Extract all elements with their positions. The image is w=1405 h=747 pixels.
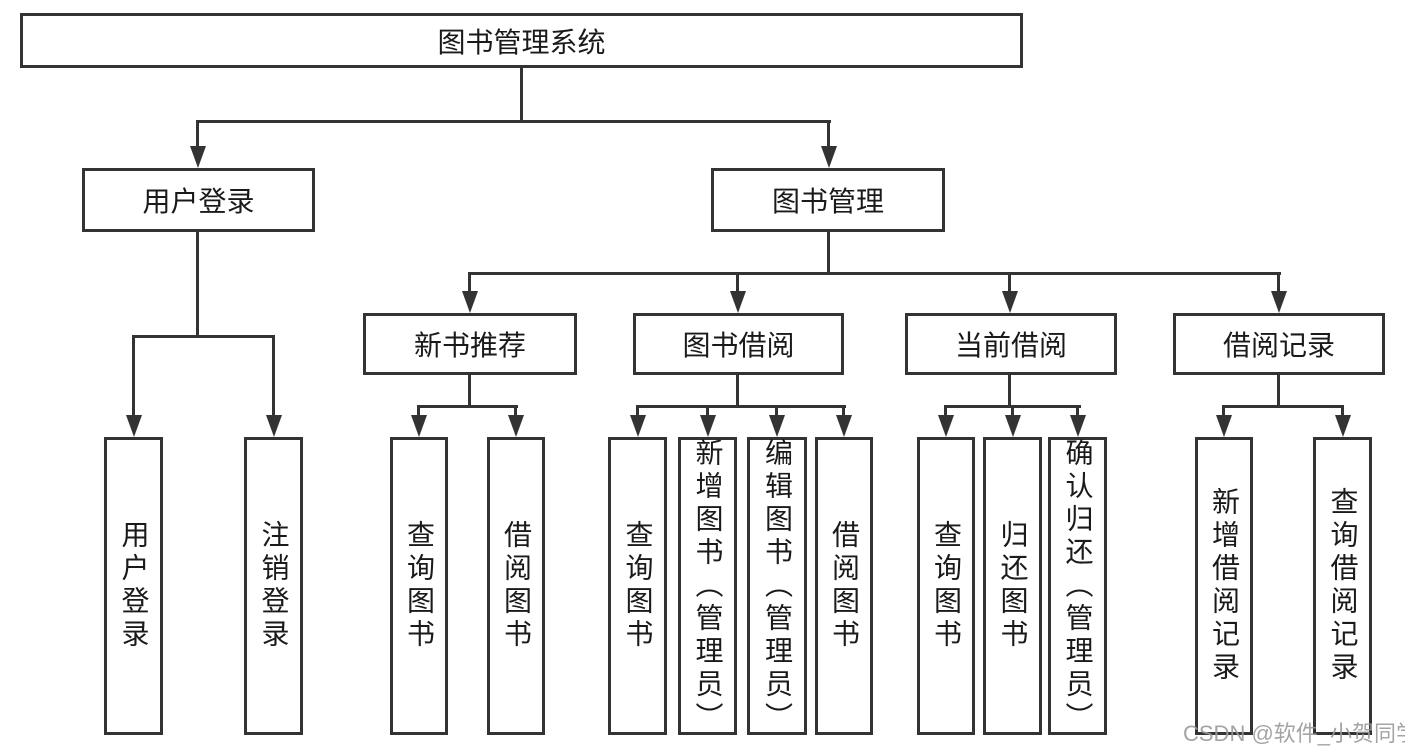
csdn-watermark: CSDN @软件_小贺同学 xyxy=(1183,721,1405,746)
leaf-query-books-borrowing: 查询图书 xyxy=(608,437,667,735)
leaf-edit-books-admin: 编辑图书（管理员） xyxy=(747,437,807,735)
connector-line xyxy=(1076,405,1079,418)
leaf-label: 注销登录 xyxy=(258,520,290,652)
arrow-down-icon xyxy=(1002,291,1018,313)
connector-line xyxy=(468,272,471,294)
leaf-query-books-recommend: 查询图书 xyxy=(390,437,448,735)
arrow-down-icon xyxy=(1005,415,1021,437)
node-label: 用户登录 xyxy=(142,186,255,217)
connector-line xyxy=(1008,272,1011,294)
connector-line xyxy=(775,405,778,418)
leaf-query-books-current: 查询图书 xyxy=(917,437,975,735)
arrow-down-icon xyxy=(411,415,427,437)
connector-line xyxy=(468,272,1281,275)
node-book-borrowing: 图书借阅 xyxy=(633,313,844,375)
node-label: 借阅记录 xyxy=(1222,330,1335,361)
arrow-down-icon xyxy=(508,415,524,437)
arrow-down-icon xyxy=(700,415,716,437)
connector-line xyxy=(514,405,517,418)
arrow-down-icon xyxy=(190,146,206,168)
arrow-down-icon xyxy=(266,415,282,437)
arrow-down-icon xyxy=(836,415,852,437)
leaf-logout: 注销登录 xyxy=(244,437,303,735)
arrow-down-icon xyxy=(126,415,142,437)
arrow-down-icon xyxy=(1070,415,1086,437)
arrow-down-icon xyxy=(630,415,646,437)
leaf-label: 确认归还（管理员） xyxy=(1062,437,1094,735)
connector-line xyxy=(636,405,639,418)
leaf-label: 新增图书（管理员） xyxy=(692,437,724,735)
leaf-label: 借阅图书 xyxy=(501,520,532,652)
arrow-down-icon xyxy=(821,146,837,168)
leaf-borrow-books: 借阅图书 xyxy=(815,437,873,735)
arrow-down-icon xyxy=(1216,415,1232,437)
leaf-add-books-admin: 新增图书（管理员） xyxy=(678,437,737,735)
node-label: 图书管理系统 xyxy=(437,26,606,58)
arrow-down-icon xyxy=(462,291,478,313)
node-library-management-system: 图书管理系统 xyxy=(20,13,1023,68)
arrow-down-icon xyxy=(730,291,746,313)
node-user-login: 用户登录 xyxy=(82,168,315,232)
leaf-label: 查询图书 xyxy=(404,520,435,652)
node-current-borrowing: 当前借阅 xyxy=(905,313,1117,375)
connector-line xyxy=(196,120,831,123)
connector-line xyxy=(417,405,420,418)
leaf-label: 查询图书 xyxy=(931,520,962,652)
arrow-down-icon xyxy=(938,415,954,437)
connector-line xyxy=(1277,375,1280,408)
leaf-label: 新增借阅记录 xyxy=(1209,487,1240,685)
connector-line xyxy=(1222,405,1344,408)
connector-line xyxy=(842,405,845,418)
connector-line xyxy=(827,232,830,275)
connector-line xyxy=(1341,405,1344,418)
connector-line xyxy=(706,405,709,418)
connector-line xyxy=(132,335,135,419)
connector-line xyxy=(1222,405,1225,418)
connector-line xyxy=(132,335,275,338)
leaf-user-login: 用户登录 xyxy=(104,437,163,735)
connector-line xyxy=(520,68,523,121)
leaf-label: 查询借阅记录 xyxy=(1327,487,1359,685)
leaf-query-borrow-record: 查询借阅记录 xyxy=(1313,437,1372,735)
arrow-down-icon xyxy=(1271,291,1287,313)
connector-line xyxy=(272,335,275,419)
connector-line xyxy=(417,405,518,408)
connector-line xyxy=(1008,375,1011,408)
node-label: 新书推荐 xyxy=(413,330,526,361)
node-book-management: 图书管理 xyxy=(711,168,945,232)
connector-line xyxy=(636,405,846,408)
connector-line xyxy=(736,272,739,294)
arrow-down-icon xyxy=(769,415,785,437)
connector-line xyxy=(196,232,199,335)
connector-line xyxy=(1011,405,1014,418)
node-label: 当前借阅 xyxy=(954,330,1067,361)
leaf-label: 归还图书 xyxy=(997,520,1029,652)
connector-line xyxy=(736,375,739,408)
connector-line xyxy=(944,405,947,418)
connector-line xyxy=(827,120,830,150)
leaf-label: 借阅图书 xyxy=(829,520,860,652)
connector-line xyxy=(1277,272,1280,294)
leaf-add-borrow-record: 新增借阅记录 xyxy=(1195,437,1253,735)
node-borrowing-records: 借阅记录 xyxy=(1173,313,1385,375)
leaf-borrow-books-recommend: 借阅图书 xyxy=(487,437,545,735)
node-label: 图书管理 xyxy=(771,186,884,217)
arrow-down-icon xyxy=(1335,415,1351,437)
leaf-label: 查询图书 xyxy=(622,520,654,652)
leaf-return-books: 归还图书 xyxy=(983,437,1042,735)
leaf-label: 用户登录 xyxy=(118,520,150,652)
node-label: 图书借阅 xyxy=(682,330,795,361)
node-new-book-recommendation: 新书推荐 xyxy=(363,313,577,375)
connector-line xyxy=(468,375,471,408)
leaf-label: 编辑图书（管理员） xyxy=(762,437,793,735)
leaf-confirm-return-admin: 确认归还（管理员） xyxy=(1048,437,1107,735)
connector-line xyxy=(196,120,199,150)
